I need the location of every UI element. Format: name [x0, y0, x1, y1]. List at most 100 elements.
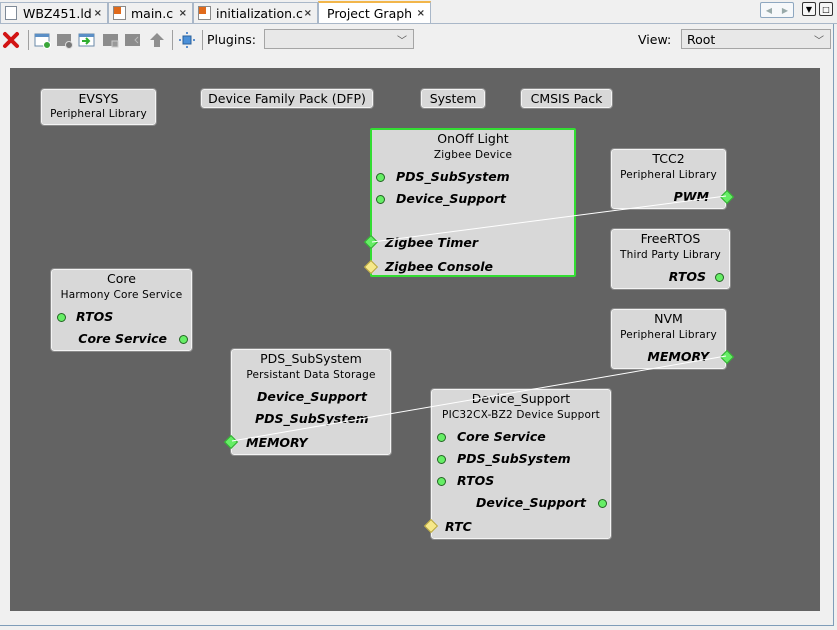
tab-wbz451-ld[interactable]: WBZ451.ld ×	[0, 2, 108, 23]
maximize-icon: □	[822, 4, 830, 14]
node-title: FreeRTOS	[640, 231, 701, 246]
node-freertos[interactable]: FreeRTOS Third Party Library RTOS	[610, 228, 731, 290]
node-device-support[interactable]: Device_Support PIC32CX-BZ2 Device Suppor…	[430, 388, 612, 540]
dropdown-icon: ▼	[805, 4, 813, 14]
container-icon	[103, 34, 119, 48]
node-device-family-pack[interactable]: Device Family Pack (DFP)	[200, 88, 374, 109]
tab-main-c[interactable]: main.c ×	[108, 2, 193, 23]
port-dot-icon[interactable]	[437, 433, 446, 442]
node-title: EVSYS	[78, 91, 119, 106]
move-out-container-button[interactable]	[124, 31, 142, 49]
port-dot-icon[interactable]	[437, 477, 446, 486]
port-rtos[interactable]: RTOS	[457, 473, 495, 488]
tab-project-graph[interactable]: Project Graph ×	[318, 1, 431, 23]
c-file-icon	[113, 6, 126, 20]
maximize-button[interactable]: □	[819, 2, 833, 16]
port-pds-subsystem[interactable]: PDS_SubSystem	[457, 451, 571, 466]
toolbar-separator	[202, 30, 203, 50]
up-arrow-icon	[150, 33, 164, 47]
tab-bar-divider	[0, 23, 837, 24]
close-icon[interactable]: ×	[178, 7, 187, 19]
node-subtitle: PIC32CX-BZ2 Device Support	[442, 409, 600, 421]
node-subtitle: Peripheral Library	[620, 329, 717, 341]
port-rtos[interactable]: RTOS	[76, 309, 114, 324]
tab-scroll-right-icon[interactable]: ▶	[781, 5, 789, 15]
tab-label: main.c	[131, 5, 174, 21]
tab-list-menu-button[interactable]: ▼	[802, 2, 816, 16]
up-level-button[interactable]	[148, 31, 166, 49]
fit-view-icon	[179, 32, 195, 48]
node-tcc2[interactable]: TCC2 Peripheral Library PWM	[610, 148, 727, 210]
remove-container-button[interactable]	[56, 31, 74, 49]
node-subtitle: Zigbee Device	[433, 149, 513, 161]
view-select-value: Root	[687, 31, 716, 47]
node-title: PDS_SubSystem	[260, 351, 362, 366]
chevron-down-icon: ﹀	[814, 36, 824, 47]
node-onoff-light[interactable]: OnOff Light Zigbee Device PDS_SubSystem …	[370, 128, 576, 277]
toolbar-separator	[28, 30, 29, 50]
tab-scroll-left-icon[interactable]: ◀	[765, 5, 773, 15]
node-core[interactable]: Core Harmony Core Service RTOS Core Serv…	[50, 268, 193, 352]
node-subtitle: Peripheral Library	[620, 169, 717, 181]
port-rtos[interactable]: RTOS	[668, 269, 706, 284]
node-nvm[interactable]: NVM Peripheral Library MEMORY	[610, 308, 727, 370]
view-label: View:	[638, 32, 672, 47]
node-subtitle: Third Party Library	[620, 249, 721, 261]
close-icon[interactable]: ×	[303, 7, 312, 19]
port-rtc[interactable]: RTC	[445, 519, 472, 534]
node-title: Core	[107, 271, 136, 286]
move-into-container-icon	[78, 33, 95, 47]
tab-scroll-buttons: ◀ ▶	[760, 2, 794, 18]
port-dot-icon[interactable]	[598, 499, 607, 508]
port-dot-icon[interactable]	[376, 195, 385, 204]
port-dot-icon[interactable]	[179, 335, 188, 344]
node-title: NVM	[654, 311, 683, 326]
move-out-container-icon	[125, 34, 140, 46]
container-button[interactable]	[102, 31, 120, 49]
node-subtitle: Peripheral Library	[50, 108, 147, 120]
close-icon[interactable]: ×	[416, 7, 425, 19]
port-core-service[interactable]: Core Service	[457, 429, 546, 444]
node-pds-subsystem[interactable]: PDS_SubSystem Persistant Data Storage De…	[230, 348, 392, 456]
port-dot-icon[interactable]	[437, 455, 446, 464]
port-dot-icon[interactable]	[376, 173, 385, 182]
node-title: TCC2	[652, 151, 685, 166]
port-dot-icon[interactable]	[715, 273, 724, 282]
port-device-support[interactable]: Device_Support	[257, 389, 367, 404]
view-select[interactable]: Root ﹀	[681, 29, 831, 49]
tab-initialization-c[interactable]: initialization.c ×	[193, 2, 318, 23]
port-zigbee-timer[interactable]: Zigbee Timer	[385, 235, 479, 250]
port-pds-subsystem[interactable]: PDS_SubSystem	[255, 411, 369, 426]
port-device-support[interactable]: Device_Support	[396, 191, 506, 206]
add-container-button[interactable]	[34, 31, 52, 49]
close-icon[interactable]: ×	[93, 7, 102, 19]
fit-view-button[interactable]	[178, 31, 196, 49]
port-zigbee-console[interactable]: Zigbee Console	[385, 259, 494, 274]
node-evsys[interactable]: EVSYS Peripheral Library	[40, 88, 157, 126]
port-dot-icon[interactable]	[57, 313, 66, 322]
add-container-icon	[34, 33, 51, 49]
c-file-icon	[198, 6, 211, 20]
delete-icon	[3, 32, 19, 48]
move-into-container-button[interactable]	[78, 31, 96, 49]
remove-container-icon	[57, 34, 73, 49]
chevron-down-icon: ﹀	[397, 36, 407, 47]
port-core-service[interactable]: Core Service	[78, 331, 167, 346]
node-subtitle: Harmony Core Service	[60, 289, 183, 301]
tab-label: initialization.c	[216, 5, 303, 21]
node-cmsis-pack[interactable]: CMSIS Pack	[520, 88, 613, 109]
delete-button[interactable]	[2, 31, 20, 49]
port-device-support[interactable]: Device_Support	[476, 495, 586, 510]
port-memory[interactable]: MEMORY	[647, 349, 709, 364]
node-title: OnOff Light	[437, 131, 509, 146]
plugins-select[interactable]: ﹀	[264, 29, 414, 49]
plugins-label: Plugins:	[207, 32, 256, 47]
node-system[interactable]: System	[420, 88, 486, 109]
file-icon	[5, 6, 17, 20]
port-memory[interactable]: MEMORY	[246, 435, 308, 450]
port-pwm[interactable]: PWM	[673, 189, 709, 204]
toolbar-separator	[172, 30, 173, 50]
tab-label: WBZ451.ld	[23, 5, 92, 21]
tab-label: Project Graph	[327, 5, 413, 21]
port-pds-subsystem[interactable]: PDS_SubSystem	[396, 169, 510, 184]
